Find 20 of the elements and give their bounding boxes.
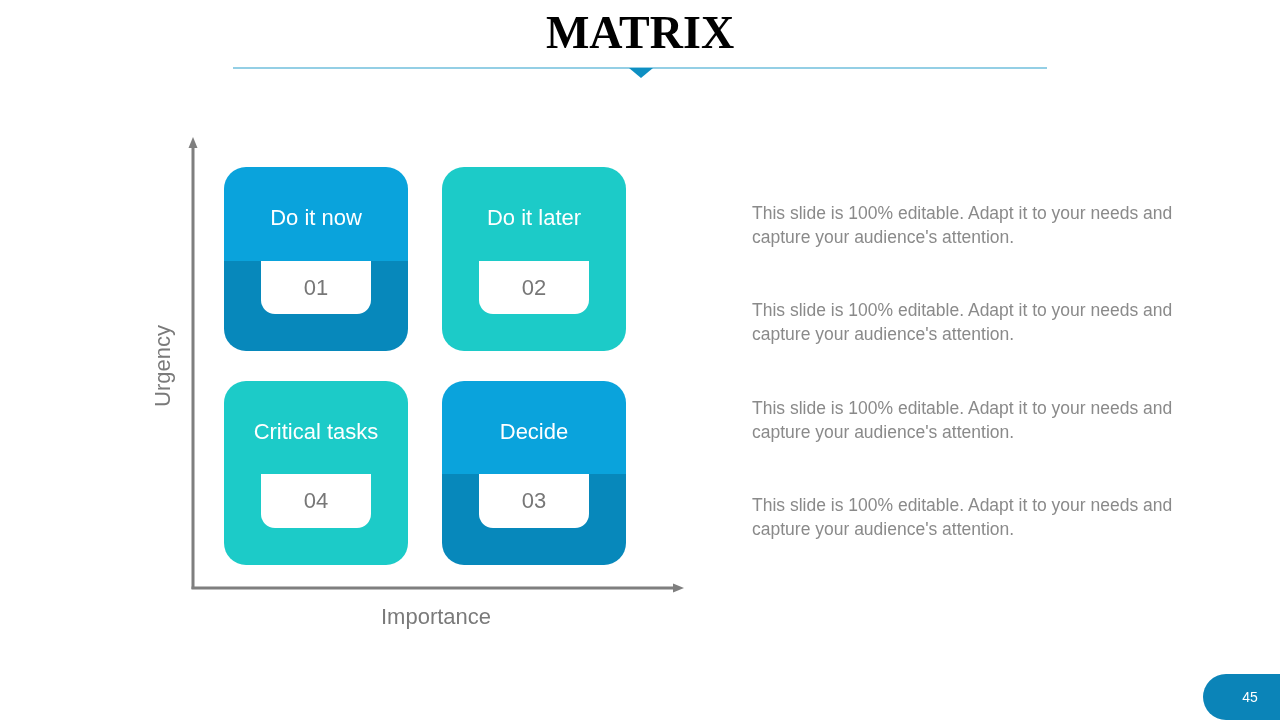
- description-text: This slide is 100% editable. Adapt it to your needs and capture your audience's attention.: [752, 202, 1174, 249]
- quadrant-title: Do it now: [269, 204, 363, 232]
- description-text: This slide is 100% editable. Adapt it to your needs and capture your audience's attention.: [752, 299, 1174, 346]
- number-tab: 02: [479, 261, 589, 314]
- quadrant-card: [442, 167, 626, 351]
- description-text: This slide is 100% editable. Adapt it to your needs and capture your audience's attention.: [752, 397, 1174, 444]
- slide-title: MATRIX: [545, 10, 735, 56]
- axis-label: Importance: [381, 604, 492, 630]
- quadrant-title: Decide: [498, 418, 570, 446]
- quadrant-title: Do it later: [485, 204, 583, 232]
- number-tab: 01: [261, 261, 371, 314]
- quadrant-card: [224, 167, 408, 351]
- page-number: 45: [1203, 674, 1280, 720]
- quadrant-title: Critical tasks: [252, 418, 380, 446]
- description-text: This slide is 100% editable. Adapt it to your needs and capture your audience's attention.: [752, 494, 1174, 541]
- number-tab: 03: [479, 474, 589, 528]
- quadrant-card: [442, 381, 626, 565]
- number-tab: 04: [261, 474, 371, 528]
- axis-label: Urgency: [149, 325, 176, 407]
- quadrant-card: [224, 381, 408, 565]
